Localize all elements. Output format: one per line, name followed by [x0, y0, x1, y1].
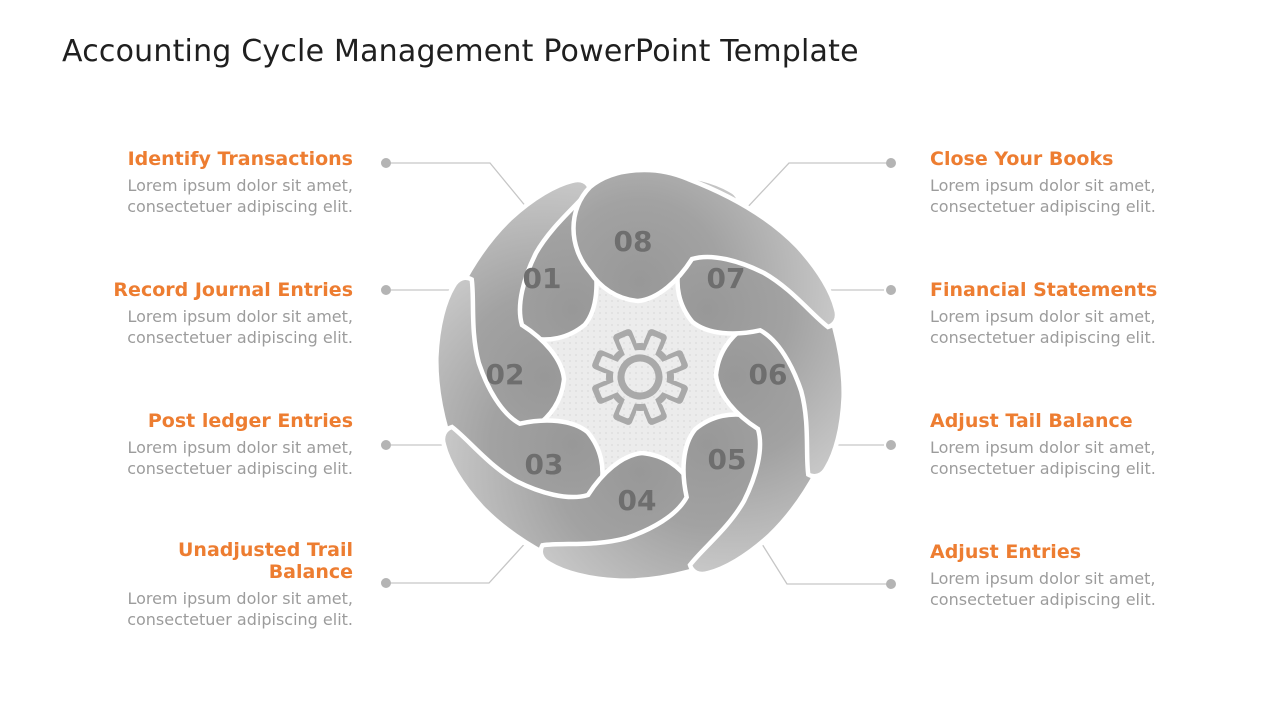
step-number: 01: [523, 262, 562, 295]
step-title: Financial Statements: [930, 279, 1158, 301]
connector-dot: [886, 440, 896, 450]
step-description: Lorem ipsum dolor sit amet, consectetuer…: [127, 438, 353, 478]
step-label-adjust-tail-balance: Adjust Tail Balance Lorem ipsum dolor si…: [930, 410, 1212, 479]
step-description: Lorem ipsum dolor sit amet, consectetuer…: [930, 307, 1156, 347]
gear-icon: [592, 329, 688, 425]
step-label-close-your-books: Close Your Books Lorem ipsum dolor sit a…: [930, 148, 1212, 217]
step-number: 07: [707, 262, 746, 295]
step-number: 02: [486, 358, 525, 391]
step-title: Adjust Tail Balance: [930, 410, 1133, 432]
step-description: Lorem ipsum dolor sit amet, consectetuer…: [127, 307, 353, 347]
step-title: Unadjusted Trail Balance: [178, 539, 353, 583]
connector-dot: [886, 158, 896, 168]
step-description: Lorem ipsum dolor sit amet, consectetuer…: [930, 176, 1156, 216]
step-description: Lorem ipsum dolor sit amet, consectetuer…: [930, 438, 1156, 478]
step-label-identify-transactions: Identify Transactions Lorem ipsum dolor …: [71, 148, 353, 217]
step-title: Adjust Entries: [930, 541, 1082, 563]
connector-line: [743, 162, 887, 212]
step-description: Lorem ipsum dolor sit amet, consectetuer…: [127, 176, 353, 216]
step-label-unadjusted-trail-balance: Unadjusted Trail Balance Lorem ipsum dol…: [71, 539, 353, 630]
step-label-financial-statements: Financial Statements Lorem ipsum dolor s…: [930, 279, 1212, 348]
step-title: Post ledger Entries: [147, 410, 353, 432]
step-number: 03: [525, 448, 564, 481]
step-description: Lorem ipsum dolor sit amet, consectetuer…: [127, 589, 353, 629]
connector-dot: [381, 440, 391, 450]
step-number: 08: [614, 225, 653, 258]
step-number: 06: [749, 358, 788, 391]
step-label-post-ledger-entries: Post ledger Entries Lorem ipsum dolor si…: [71, 410, 353, 479]
step-number: 04: [618, 484, 657, 517]
connector-dot: [381, 158, 391, 168]
connector-dot: [381, 285, 391, 295]
connector-dot: [886, 579, 896, 589]
pinwheel: [354, 91, 925, 662]
step-number: 05: [708, 443, 747, 476]
connector-dot: [886, 285, 896, 295]
connector-close-your-books: [743, 158, 896, 212]
step-title: Record Journal Entries: [113, 279, 353, 301]
connector-line: [751, 527, 887, 585]
connector-unadjusted-trail-balance: [381, 527, 540, 588]
step-label-adjust-entries: Adjust Entries Lorem ipsum dolor sit ame…: [930, 541, 1212, 610]
page-title: Accounting Cycle Management PowerPoint T…: [62, 34, 859, 69]
connector-line: [390, 527, 540, 584]
step-title: Identify Transactions: [127, 148, 353, 170]
step-description: Lorem ipsum dolor sit amet, consectetuer…: [930, 569, 1156, 609]
connector-dot: [381, 578, 391, 588]
connector-adjust-entries: [751, 527, 896, 589]
step-label-record-journal-entries: Record Journal Entries Lorem ipsum dolor…: [71, 279, 353, 348]
step-title: Close Your Books: [930, 148, 1114, 170]
